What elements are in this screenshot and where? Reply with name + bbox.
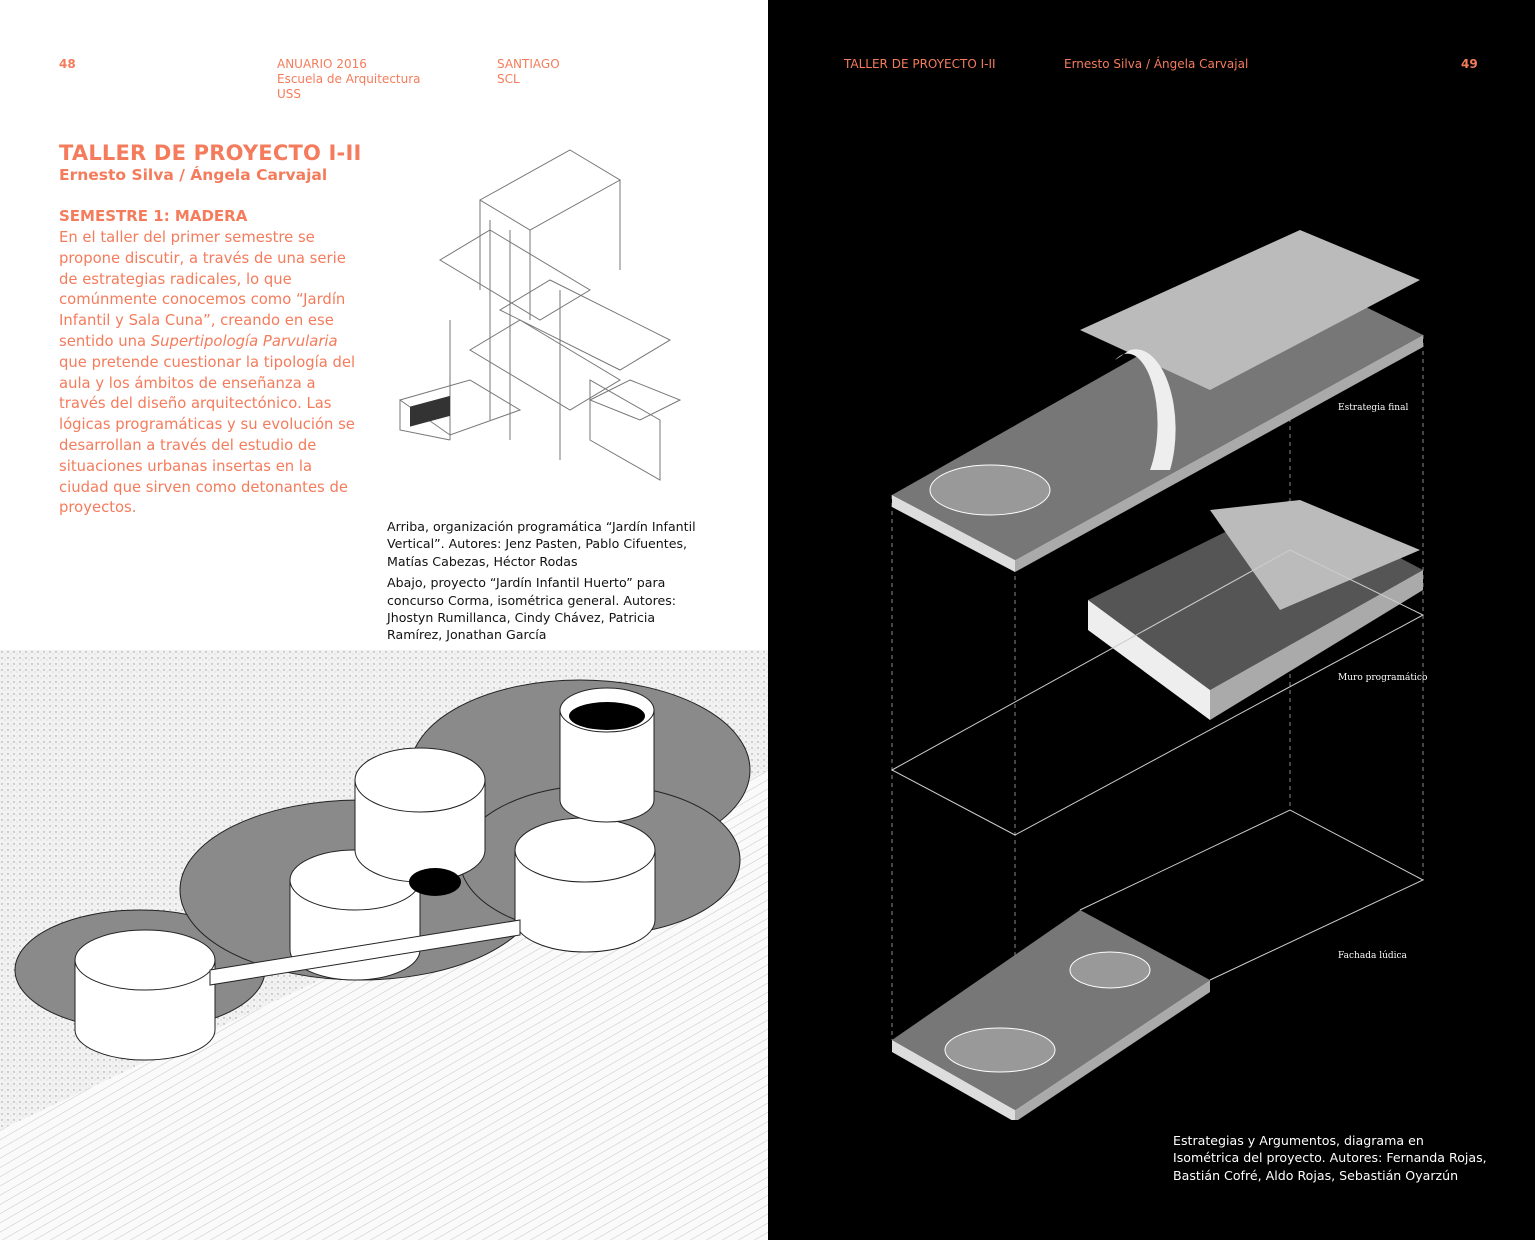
layer-final-strategy <box>892 230 1423 572</box>
city-header: SANTIAGO SCL <box>497 57 560 87</box>
kindergarten-orchard-isometric <box>0 650 768 1240</box>
caption-top: Arriba, organización programática “Jardí… <box>387 519 696 569</box>
label-final-strategy: Estrategia final <box>1338 403 1409 413</box>
article-authors: Ernesto Silva / Ángela Carvajal <box>59 166 328 184</box>
section-heading: SEMESTRE 1: MADERA <box>59 207 248 225</box>
captions-left: Arriba, organización programática “Jardí… <box>387 518 697 648</box>
vertical-kindergarten-axonometric <box>398 149 682 481</box>
university-label: USS <box>277 87 302 101</box>
body-italic: Supertipología Parvularia <box>150 332 338 350</box>
yearbook-label: ANUARIO 2016 <box>277 57 367 71</box>
layer-playful-facade <box>892 910 1210 1120</box>
school-label: Escuela de Arquitectura <box>277 72 421 86</box>
label-playful-facade: Fachada lúdica <box>1338 951 1407 961</box>
authors-header: Ernesto Silva / Ángela Carvajal <box>1064 57 1249 71</box>
label-programmatic-wall: Muro programático <box>1338 673 1428 683</box>
city-label: SANTIAGO <box>497 57 560 71</box>
caption-right: Estrategias y Argumentos, diagrama en Is… <box>1173 1133 1487 1183</box>
page-number-left: 48 <box>59 57 76 71</box>
page-number-right: 49 <box>1461 57 1478 71</box>
body-text-end: que pretende cuestionar la tipología del… <box>59 353 356 517</box>
layer-programmatic-wall <box>1088 500 1423 720</box>
city-code-label: SCL <box>497 72 520 86</box>
article-body: En el taller del primer semestre se prop… <box>59 228 359 519</box>
article-title: TALLER DE PROYECTO I-II <box>59 141 362 165</box>
body-text: En el taller del primer semestre se prop… <box>59 229 346 350</box>
yearbook-header: ANUARIO 2016 Escuela de Arquitectura USS <box>277 57 421 102</box>
caption-bottom: Abajo, proyecto “Jardín Infantil Huerto”… <box>387 575 677 643</box>
strategy-layers-diagram <box>890 230 1425 1120</box>
course-header: TALLER DE PROYECTO I-II <box>844 57 996 71</box>
